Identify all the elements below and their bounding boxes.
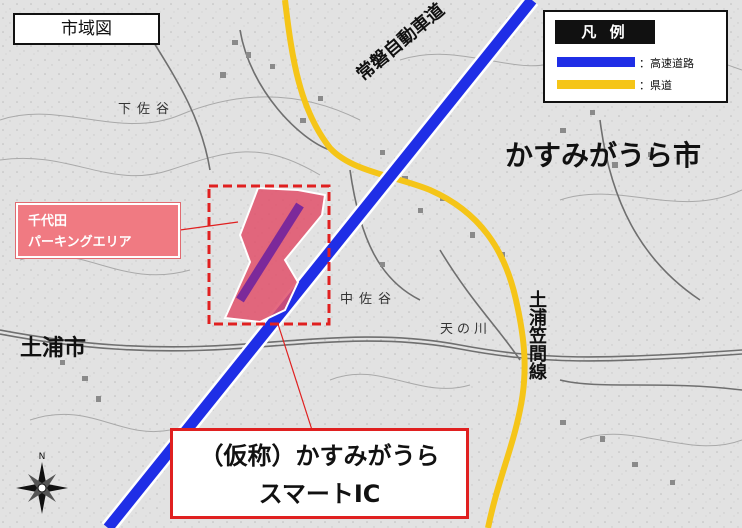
label-nakasaya: 中佐谷 bbox=[340, 292, 398, 307]
smart-ic-line1: （仮称）かすみがうら bbox=[199, 442, 440, 470]
legend-swatch-expressway bbox=[557, 57, 635, 67]
minor-roads bbox=[0, 19, 742, 391]
chiyoda-parking-label: 千代田 パーキングエリア bbox=[16, 203, 180, 258]
prefectural-road bbox=[282, 0, 528, 528]
legend-swatch-prefectural-road bbox=[557, 80, 635, 89]
smart-ic-callout: （仮称）かすみがうら スマートIC bbox=[170, 428, 469, 519]
label-shimosaya: 下佐谷 bbox=[118, 102, 176, 117]
label-prefectural-road: 土浦笠間線 bbox=[526, 290, 547, 380]
chiyoda-parking-line2: パーキングエリア bbox=[28, 235, 132, 250]
smart-ic-line2: スマートIC bbox=[258, 480, 381, 508]
legend-label-expressway: ：高速道路 bbox=[639, 57, 694, 70]
svg-text:N: N bbox=[39, 452, 46, 462]
legend-heading: 凡 例 bbox=[555, 20, 655, 44]
label-kasumigaura-city: かすみがうら市 bbox=[505, 139, 702, 172]
map-title: 市域図 bbox=[13, 13, 160, 45]
label-tsuchiura-city: 土浦市 bbox=[20, 336, 87, 361]
label-river: 天の川 bbox=[440, 322, 492, 337]
north-arrow-icon: N bbox=[16, 452, 68, 514]
chiyoda-callout-line bbox=[179, 221, 239, 231]
ic-callout-line bbox=[277, 323, 313, 431]
legend-label-prefectural-road: ：県道 bbox=[639, 79, 672, 92]
parking-area-expressway-segment bbox=[236, 202, 304, 303]
chiyoda-parking-line1: 千代田 bbox=[28, 214, 68, 229]
smart-ic-dashed-area bbox=[207, 184, 331, 326]
legend-panel: 凡 例 ：高速道路 ：県道 bbox=[543, 10, 728, 103]
